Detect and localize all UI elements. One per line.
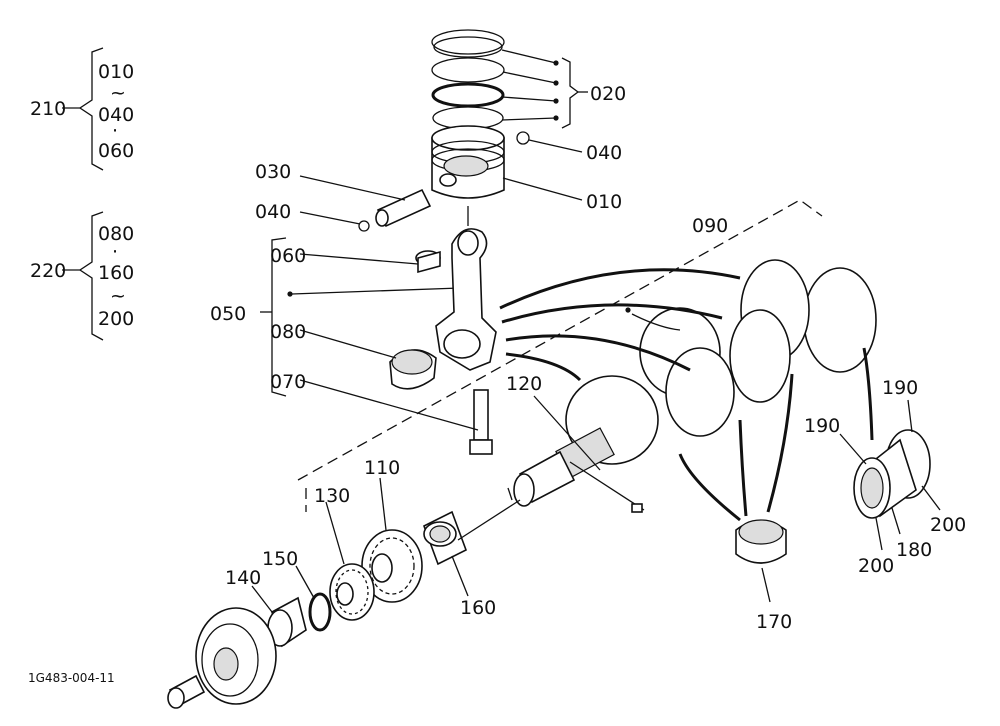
piston-rings — [431, 29, 588, 130]
callout-130: 130 — [314, 485, 350, 507]
piston — [431, 125, 505, 226]
callout-090: 090 — [692, 215, 728, 237]
legend-220-item: 200 — [98, 308, 134, 330]
callout-040: 040 — [586, 142, 622, 164]
callout-190: 190 — [882, 377, 918, 399]
conrod-bolt: 070 — [270, 371, 493, 455]
callout-020: 020 — [590, 83, 626, 105]
main-bearing: 170 — [735, 519, 792, 633]
legend-210-item: · — [112, 120, 118, 142]
legend-220-item: 080 — [98, 223, 134, 245]
front-bearing: 160 — [423, 499, 521, 619]
callout-160: 160 — [460, 597, 496, 619]
legend-210-item: ~ — [110, 82, 126, 104]
callout-150: 150 — [262, 548, 298, 570]
callout-120: 120 — [506, 373, 542, 395]
callout-200: 200 — [858, 555, 894, 577]
callout-060: 060 — [270, 245, 306, 267]
legend-210-item: 040 — [98, 104, 134, 126]
bearing-case: 190 190 200 200 180 — [804, 377, 966, 577]
conrod-bearing: 080 — [270, 321, 437, 390]
crank-pulley — [167, 607, 277, 709]
callout-140: 140 — [225, 567, 261, 589]
crank-gear: 110 — [361, 457, 423, 603]
callout-110: 110 — [364, 457, 400, 479]
callout-200: 200 — [930, 514, 966, 536]
boundary-line — [297, 199, 823, 481]
legend-210-item: 060 — [98, 140, 134, 162]
callout-030: 030 — [255, 161, 291, 183]
callout-080: 080 — [270, 321, 306, 343]
callout-170: 170 — [756, 611, 792, 633]
connecting-rod: 050 060 — [210, 228, 497, 397]
legend-220-item: ~ — [110, 285, 126, 307]
legend-210-item: 010 — [98, 61, 134, 83]
callout-010: 010 — [586, 191, 622, 213]
circlip-upper — [516, 131, 583, 153]
o-ring: 150 — [262, 548, 332, 632]
callout-050: 050 — [210, 303, 246, 325]
callout-070: 070 — [270, 371, 306, 393]
legend-220-item: · — [112, 241, 118, 263]
crankshaft: 120 — [506, 259, 877, 513]
callout-040: 040 — [255, 201, 291, 223]
legend-210-label: 210 — [30, 98, 66, 120]
legend-210: 210 010 ~ 040 · 060 — [30, 47, 134, 171]
legend-220-label: 220 — [30, 260, 66, 282]
gear-130: 130 — [314, 485, 375, 621]
assembly-arrows — [499, 268, 874, 522]
collar: 140 — [225, 567, 307, 648]
drawing-code: 1G483-004-11 — [28, 671, 115, 685]
piston-pin: 030 040 — [255, 161, 432, 232]
legend-220: 220 080 · 160 ~ 200 — [30, 211, 134, 341]
callout-190: 190 — [804, 415, 840, 437]
legend-220-item: 160 — [98, 262, 134, 284]
callout-180: 180 — [896, 539, 932, 561]
